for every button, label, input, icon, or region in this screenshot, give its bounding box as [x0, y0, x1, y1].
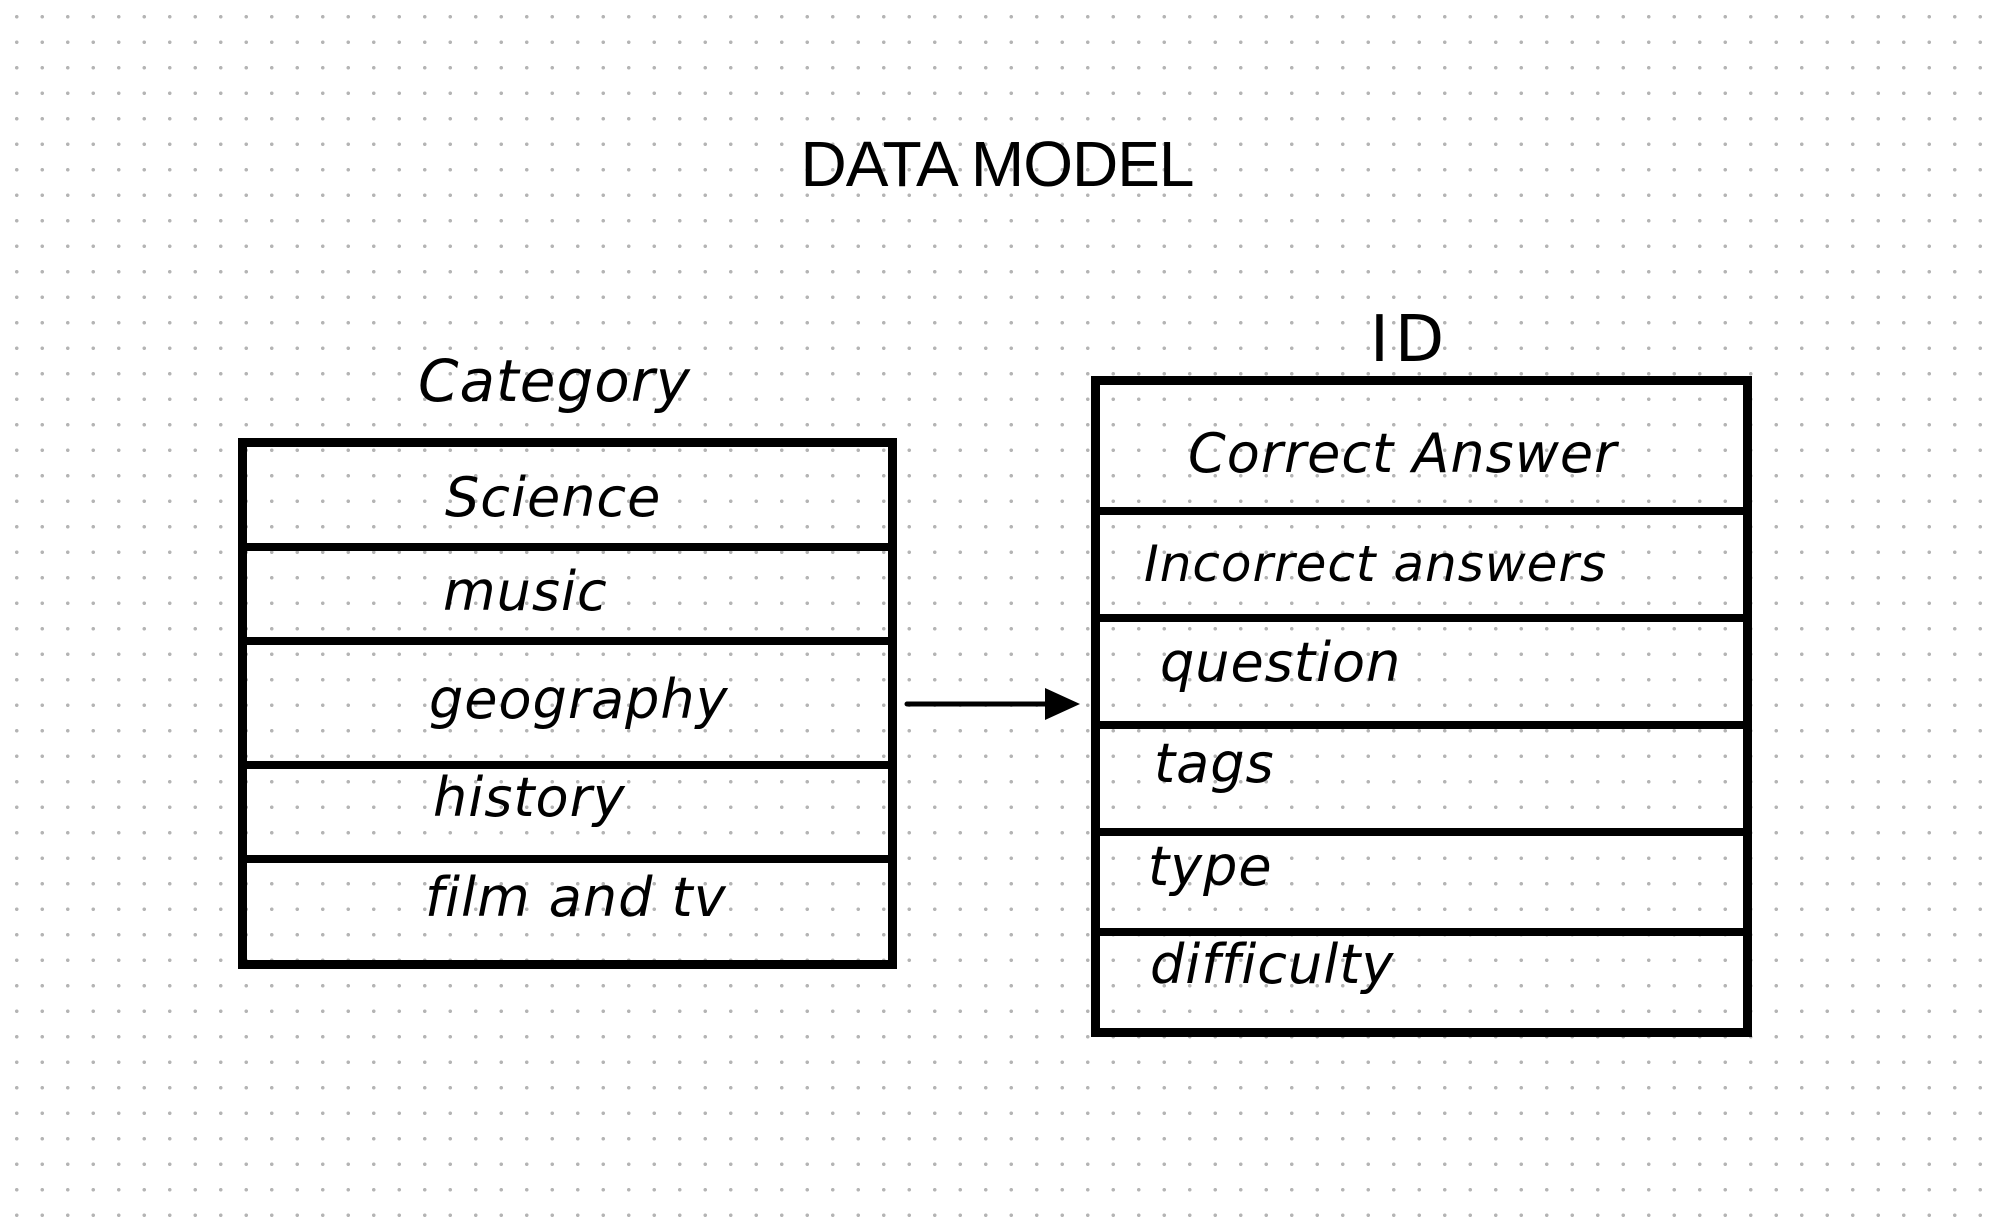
- category-table-label: Category: [418, 347, 691, 415]
- id-table: Correct Answer Incorrect answers questio…: [1091, 376, 1752, 1037]
- category-row-label: music: [443, 560, 608, 623]
- category-row: Science: [247, 447, 888, 551]
- category-row: geography: [247, 645, 888, 769]
- category-row-label: geography: [429, 668, 729, 731]
- diagram-title: DATA MODEL: [800, 128, 1194, 200]
- category-row-label: film and tv: [425, 866, 727, 929]
- id-row-label: question: [1160, 631, 1402, 694]
- id-row: Correct Answer: [1100, 385, 1743, 515]
- category-row-label: history: [433, 766, 626, 829]
- category-row-label: Science: [445, 466, 662, 529]
- id-row: type: [1100, 836, 1743, 936]
- relationship-arrow: [904, 688, 1080, 720]
- category-row: history: [247, 769, 888, 863]
- category-row: film and tv: [247, 863, 888, 960]
- category-row: music: [247, 551, 888, 645]
- id-row: Incorrect answers: [1100, 515, 1743, 622]
- id-table-label: ID: [1370, 303, 1451, 377]
- category-table: Science music geography history film and…: [238, 438, 897, 969]
- id-row: question: [1100, 622, 1743, 729]
- id-row-label: type: [1148, 835, 1273, 898]
- id-row-label: Incorrect answers: [1144, 535, 1608, 593]
- id-row: difficulty: [1100, 936, 1743, 1028]
- id-row: tags: [1100, 729, 1743, 836]
- id-row-label: tags: [1154, 732, 1275, 795]
- id-row-label: difficulty: [1150, 933, 1395, 996]
- id-row-label: Correct Answer: [1188, 422, 1618, 485]
